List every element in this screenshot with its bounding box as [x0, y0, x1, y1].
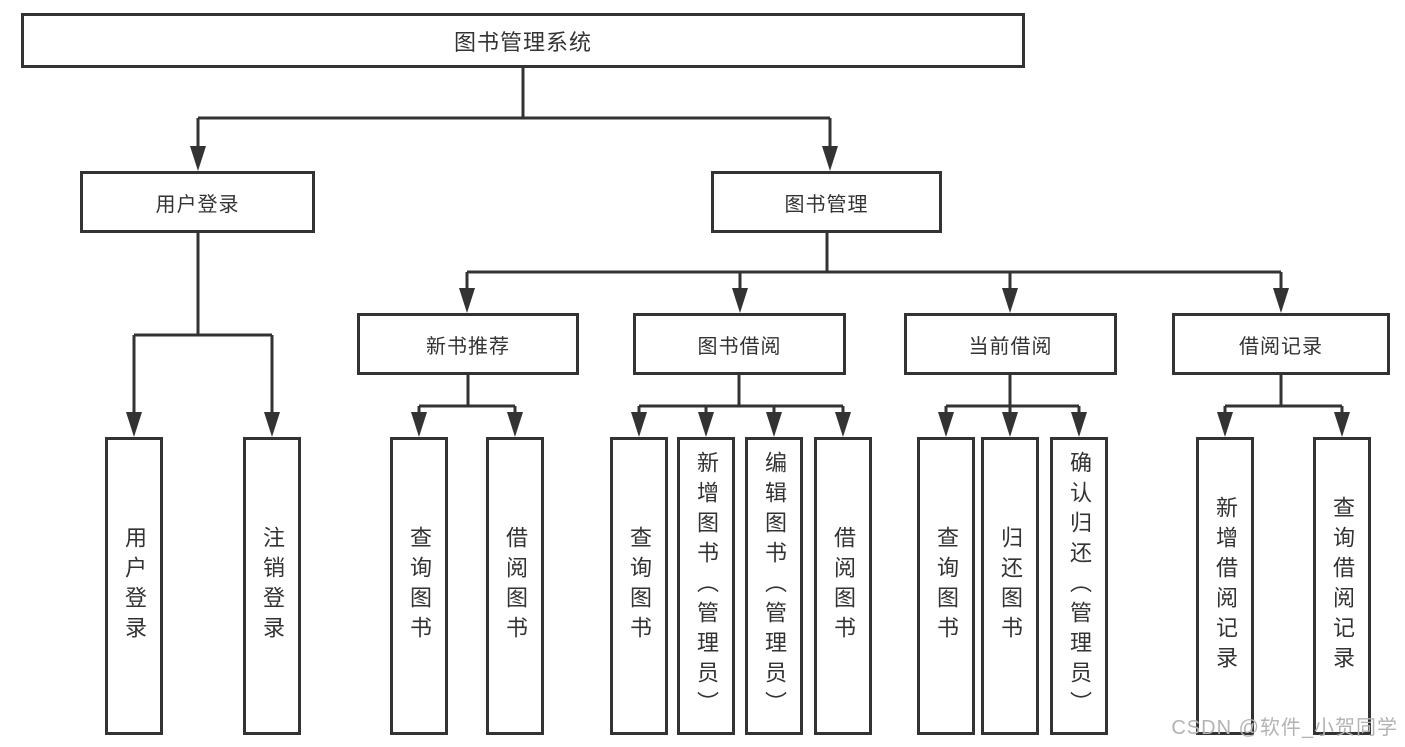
node-borrow-records-label: 借阅记录 [1239, 335, 1323, 358]
leaf-query-books-3-label: 查询图书 [934, 526, 959, 646]
leaf-user-login: 用户登录 [105, 437, 163, 735]
node-current-borrow-label: 当前借阅 [968, 335, 1053, 358]
leaf-query-books-2-label: 查询图书 [627, 526, 652, 646]
leaf-edit-book-admin-label: 编辑图书（管理员） [762, 451, 787, 721]
leaf-edit-book-admin: 编辑图书（管理员） [745, 437, 803, 735]
leaf-user-login-label: 用户登录 [122, 526, 147, 646]
node-new-book-recommend: 新书推荐 [357, 313, 579, 375]
connector-stems [132, 68, 1344, 416]
leaf-query-borrow-record: 查询借阅记录 [1313, 437, 1371, 735]
node-book-management: 图书管理 [711, 171, 942, 233]
leaf-add-book-admin-label: 新增图书（管理员） [694, 451, 719, 721]
arrowheads [126, 146, 1350, 437]
leaf-return-books: 归还图书 [981, 437, 1039, 735]
node-borrow-records: 借阅记录 [1172, 313, 1390, 375]
leaf-borrow-books-2: 借阅图书 [814, 437, 872, 735]
leaf-add-borrow-record-label: 新增借阅记录 [1213, 496, 1238, 676]
leaf-return-books-label: 归还图书 [998, 526, 1023, 646]
node-root-label: 图书管理系统 [453, 29, 592, 55]
node-user-login-label: 用户登录 [155, 193, 240, 216]
node-book-management-label: 图书管理 [784, 193, 869, 216]
leaf-borrow-books-1: 借阅图书 [486, 437, 544, 735]
node-user-login: 用户登录 [80, 171, 315, 233]
leaf-query-books-2: 查询图书 [610, 437, 668, 735]
leaf-borrow-books-1-label: 借阅图书 [503, 526, 528, 646]
csdn-watermark: CSDN @软件_小贺同学 [1171, 717, 1398, 739]
node-new-book-recommend-label: 新书推荐 [426, 335, 510, 358]
leaf-query-books-3: 查询图书 [917, 437, 975, 735]
node-book-borrow-label: 图书借阅 [697, 335, 782, 358]
leaf-query-books-1-label: 查询图书 [407, 526, 432, 646]
leaf-confirm-return-admin-label: 确认归还（管理员） [1067, 451, 1092, 721]
node-book-borrow: 图书借阅 [633, 313, 846, 375]
leaf-add-book-admin: 新增图书（管理员） [677, 437, 735, 735]
node-root: 图书管理系统 [21, 13, 1025, 68]
leaf-query-books-1: 查询图书 [390, 437, 448, 735]
leaf-add-borrow-record: 新增借阅记录 [1196, 437, 1254, 735]
leaf-logout: 注销登录 [243, 437, 301, 735]
node-current-borrow: 当前借阅 [904, 313, 1117, 375]
leaf-query-borrow-record-label: 查询借阅记录 [1330, 496, 1355, 676]
leaf-confirm-return-admin: 确认归还（管理员） [1050, 437, 1108, 735]
leaf-logout-label: 注销登录 [260, 526, 285, 646]
leaf-borrow-books-2-label: 借阅图书 [831, 526, 856, 646]
